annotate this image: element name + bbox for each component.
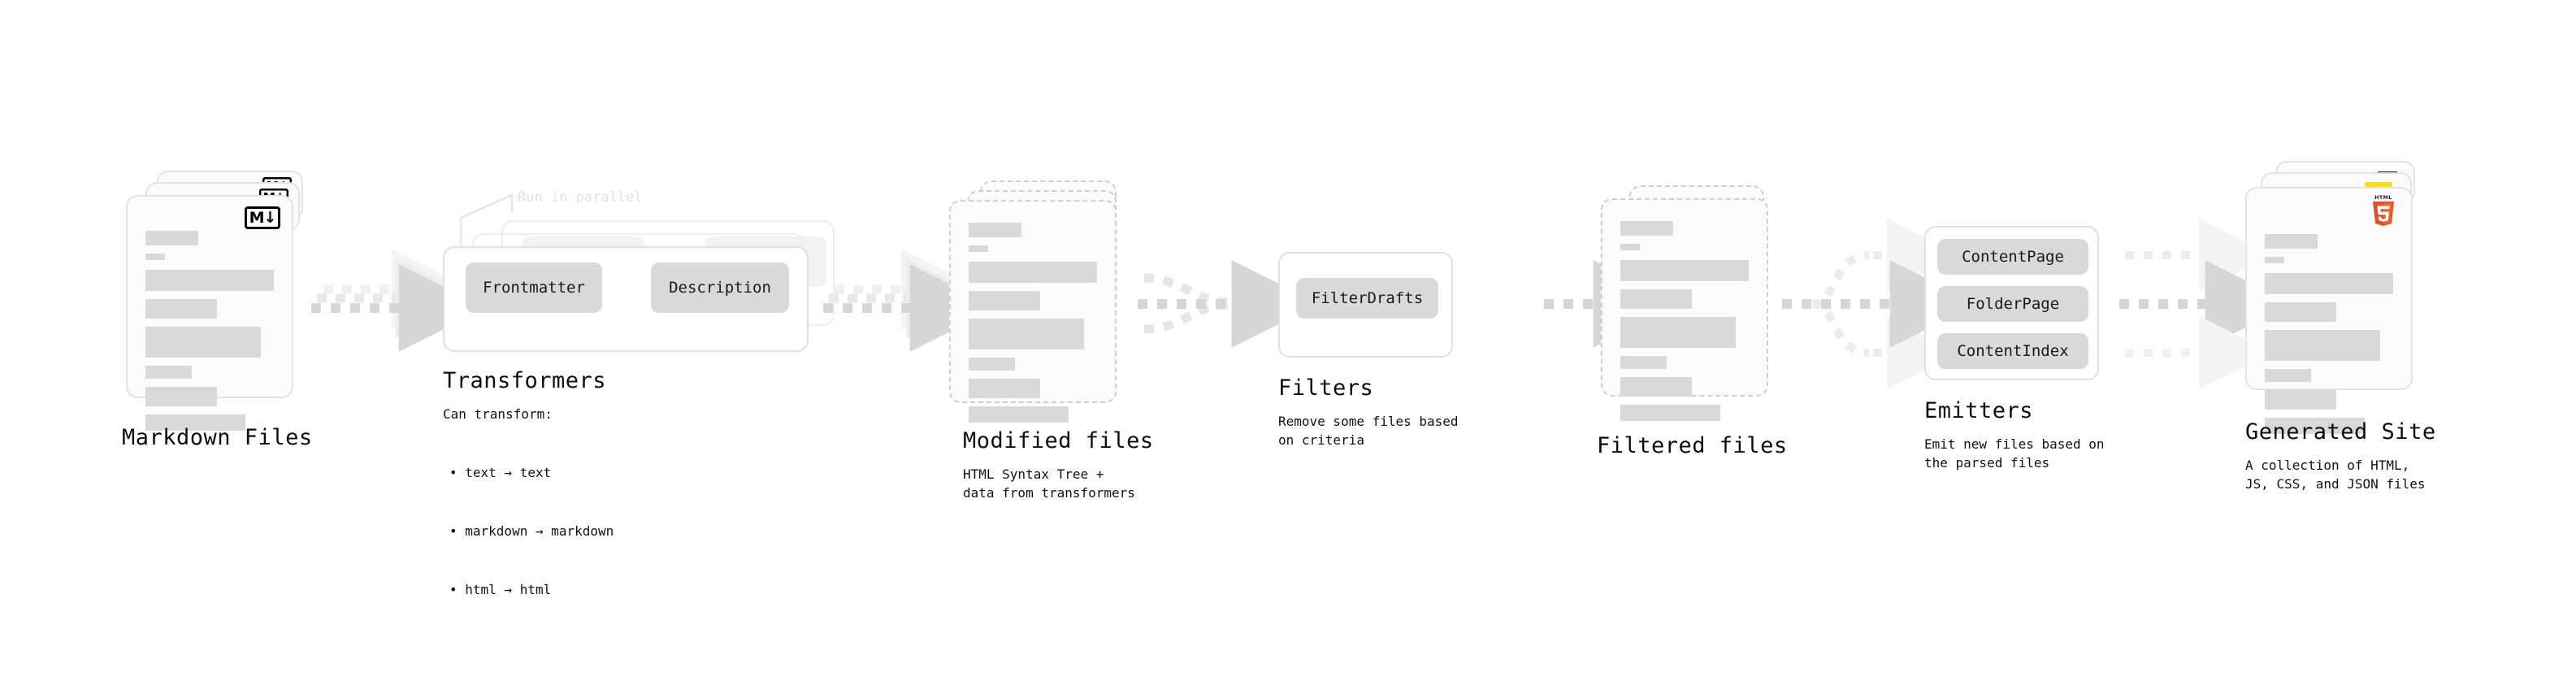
stage-title-transformers: Transformers (443, 368, 607, 393)
skeleton-bar (2265, 234, 2318, 249)
stage-modified-files: Modified files HTML Syntax Tree + data f… (949, 180, 1153, 501)
skeleton-bar (1620, 405, 1721, 421)
skeleton-bar (969, 262, 1097, 283)
filters-box[interactable]: FilterDrafts (1278, 252, 1453, 358)
transformer-chip-description[interactable]: Description (651, 262, 789, 313)
skeleton-bar (145, 231, 198, 245)
connector-transformers-to-modified (823, 249, 998, 352)
skeleton-bar (145, 414, 246, 431)
skeleton-bar (145, 387, 218, 406)
stage-title-markdown-files: Markdown Files (122, 425, 313, 450)
stage-generated-site: CSS HTML (2245, 161, 2440, 492)
transformers-subtitle: Can transform: (443, 406, 553, 422)
connector-filtered-to-emitters (1782, 219, 1978, 389)
modified-card-stack[interactable] (949, 180, 1136, 423)
skeleton-bar (969, 223, 1021, 237)
skeleton-bar (2265, 257, 2284, 263)
skeleton-bar (1620, 317, 1737, 348)
skeleton-bar (969, 245, 988, 252)
markdown-card-skeleton (145, 231, 274, 439)
skeleton-bar (969, 291, 1041, 310)
skeleton-bar (145, 366, 192, 379)
skeleton-bar (2265, 330, 2381, 361)
skeleton-bar (1620, 289, 1693, 309)
emitter-chip-contentpage[interactable]: ContentPage (1937, 239, 2088, 275)
bullet-item: • html → html (449, 582, 552, 597)
filters-subtitle: Remove some files based on criteria (1278, 414, 1459, 449)
transformer-chip-frontmatter[interactable]: Frontmatter (466, 262, 602, 313)
emitter-chip-folderpage[interactable]: FolderPage (1937, 286, 2088, 322)
generated-site-subtitle: A collection of HTML, JS, CSS, and JSON … (2245, 458, 2426, 492)
stage-title-filters: Filters (1278, 375, 1374, 401)
skeleton-bar (969, 319, 1085, 349)
skeleton-bar (145, 270, 274, 291)
markdown-card-front[interactable]: M↓ (126, 195, 293, 431)
modified-card-front[interactable] (949, 200, 1117, 423)
chip-label: ContentIndex (1957, 342, 2069, 360)
connector-emitters-to-site (2119, 219, 2293, 389)
bullet-item: • text → text (449, 465, 552, 480)
modified-files-subtitle: HTML Syntax Tree + data from transformer… (963, 466, 1135, 501)
skeleton-bar (2265, 302, 2337, 322)
filtered-card-stack[interactable] (1601, 185, 1788, 421)
chip-label: Frontmatter (483, 279, 585, 297)
chip-label: ContentPage (1962, 248, 2064, 266)
connector-modified-to-filters (1138, 260, 1320, 348)
skeleton-bar (1620, 221, 1673, 236)
transformers-box-front[interactable]: Frontmatter Description (443, 246, 809, 352)
emitter-chip-contentindex[interactable]: ContentIndex (1937, 333, 2088, 369)
stage-filtered-files: Filtered files (1597, 185, 1788, 458)
skeleton-bar (2265, 418, 2366, 434)
bullet-item: • markdown → markdown (449, 523, 614, 539)
skeleton-bar (2265, 390, 2337, 410)
emitters-subtitle: Emit new files based on the parsed files (1924, 436, 2105, 471)
chip-label: FilterDrafts (1311, 289, 1424, 307)
emitters-box[interactable]: ContentPage FolderPage ContentIndex (1924, 226, 2099, 380)
generated-card-front[interactable]: HTML (2245, 187, 2413, 434)
stage-markdown-files: M↓ M↓ M↓ Markdown Files (122, 171, 313, 450)
modified-card-skeleton (969, 223, 1097, 431)
filtered-card-front[interactable] (1601, 198, 1768, 421)
skeleton-bar (969, 358, 1015, 371)
skeleton-bar (145, 254, 165, 260)
skeleton-bar (969, 406, 1069, 423)
stage-title-filtered-files: Filtered files (1597, 433, 1788, 458)
skeleton-bar (969, 379, 1041, 398)
markdown-icon: M↓ (245, 206, 280, 229)
stage-title-emitters: Emitters (1924, 398, 2034, 423)
skeleton-bar (1620, 377, 1693, 397)
connector-markdown-to-transformers (311, 249, 487, 352)
svg-text:HTML: HTML (2374, 195, 2392, 201)
skeleton-bar (145, 299, 218, 319)
filtered-card-skeleton (1620, 221, 1749, 429)
skeleton-bar (145, 327, 262, 358)
html5-icon: HTML (2369, 193, 2398, 231)
skeleton-bar (1620, 244, 1640, 250)
generated-card-skeleton (2265, 234, 2393, 442)
skeleton-bar (2265, 273, 2393, 294)
chip-label: Description (669, 279, 771, 297)
transformers-bullet-list: • text → text • markdown → markdown • ht… (449, 424, 614, 639)
filter-chip-filterdrafts[interactable]: FilterDrafts (1296, 278, 1438, 319)
run-in-parallel-note: Run in parallel (518, 189, 643, 206)
chip-label: FolderPage (1966, 295, 2060, 313)
markdown-card-stack[interactable]: M↓ M↓ M↓ (126, 171, 313, 431)
skeleton-bar (1620, 260, 1749, 281)
stage-title-generated-site: Generated Site (2245, 419, 2436, 445)
skeleton-bar (1620, 356, 1667, 369)
skeleton-bar (2265, 369, 2311, 382)
stage-title-modified-files: Modified files (963, 428, 1154, 453)
generated-card-stack[interactable]: CSS HTML (2245, 161, 2440, 434)
